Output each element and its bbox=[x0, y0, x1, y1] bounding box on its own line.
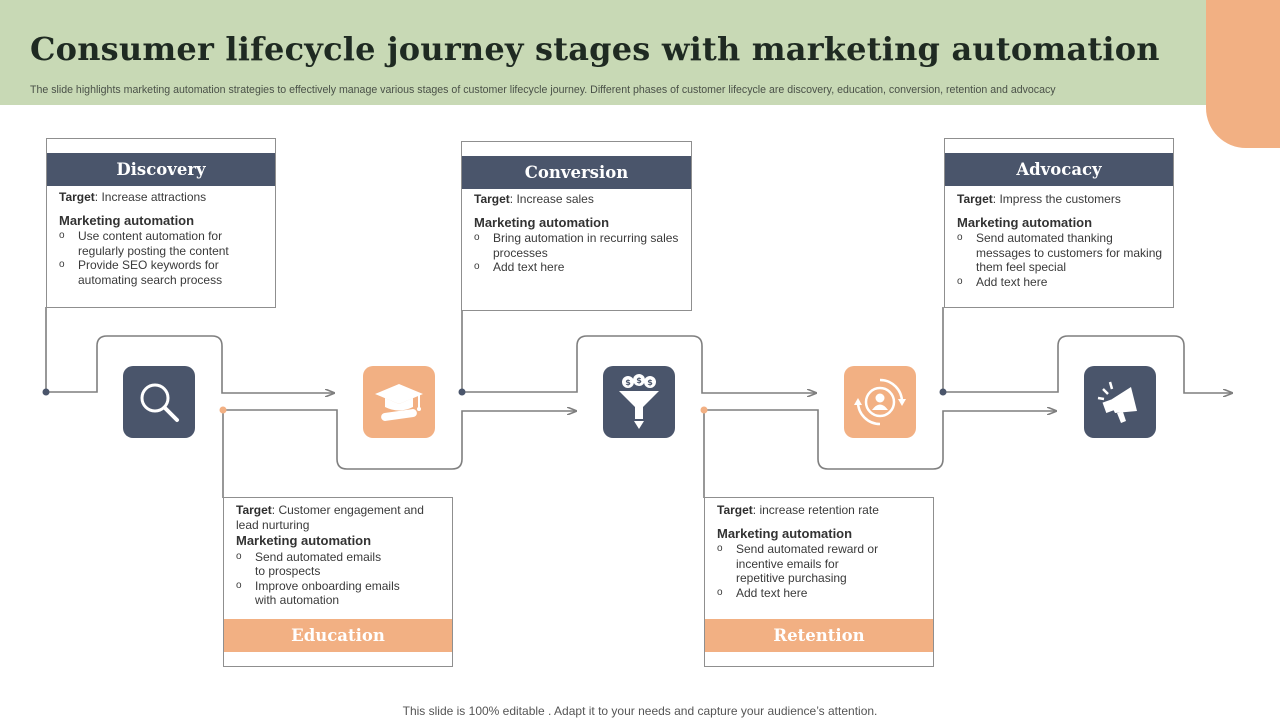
discovery-content: Target: Increase attractions Marketing a… bbox=[59, 190, 269, 287]
discovery-list: Use content automation for regularly pos… bbox=[59, 229, 269, 287]
list-item: Add text here bbox=[957, 275, 1167, 290]
search-icon bbox=[140, 383, 179, 422]
upper-track-1 bbox=[45, 307, 334, 393]
list-item: Improve onboarding emails with automatio… bbox=[236, 579, 446, 608]
lower-track-1 bbox=[222, 410, 576, 498]
education-card: Target: Customer engagement and lead nur… bbox=[223, 497, 453, 667]
megaphone-icon bbox=[1097, 381, 1137, 423]
retention-content: Target: increase retention rate Marketin… bbox=[717, 503, 927, 600]
education-automation-label: Marketing automation bbox=[236, 533, 372, 548]
upper-track-3 bbox=[942, 307, 1232, 393]
education-list: Send automated emails to prospects Impro… bbox=[236, 550, 446, 608]
conversion-card: Conversion Target: Increase sales Market… bbox=[461, 141, 692, 311]
list-item: Add text here bbox=[474, 260, 685, 275]
slide-subtitle: The slide highlights marketing automatio… bbox=[30, 84, 1056, 96]
education-content: Target: Customer engagement and lead nur… bbox=[236, 503, 446, 608]
slide-footer: This slide is 100% editable . Adapt it t… bbox=[402, 704, 878, 718]
list-item: Bring automation in recurring sales proc… bbox=[474, 231, 685, 260]
list-item: Add text here bbox=[717, 586, 927, 601]
list-item: Provide SEO keywords for automating sear… bbox=[59, 258, 269, 287]
retention-automation-label: Marketing automation bbox=[717, 525, 853, 541]
advocacy-heading: Advocacy bbox=[945, 153, 1173, 186]
retention-card: Target: increase retention rate Marketin… bbox=[704, 497, 934, 667]
retention-tile bbox=[844, 366, 916, 438]
discovery-tile bbox=[123, 366, 195, 438]
advocacy-list: Send automated thanking messages to cust… bbox=[957, 231, 1167, 289]
sales-funnel-icon: $ $ $ bbox=[619, 374, 659, 429]
advocacy-content: Target: Impress the customers Marketing … bbox=[957, 192, 1167, 289]
conversion-content: Target: Increase sales Marketing automat… bbox=[474, 192, 685, 275]
upper-track-2 bbox=[461, 310, 816, 393]
advocacy-card: Advocacy Target: Impress the customers M… bbox=[944, 138, 1174, 308]
advocacy-tile bbox=[1084, 366, 1156, 438]
conversion-heading: Conversion bbox=[462, 156, 691, 189]
discovery-automation-label: Marketing automation bbox=[59, 212, 195, 228]
list-item: Send automated reward or incentive email… bbox=[717, 542, 927, 586]
slide-title: Consumer lifecycle journey stages with m… bbox=[30, 30, 1160, 68]
list-item: Send automated thanking messages to cust… bbox=[957, 231, 1167, 275]
discovery-target: Target: Increase attractions bbox=[59, 190, 207, 204]
svg-text:$: $ bbox=[625, 378, 631, 387]
graduation-cap-icon bbox=[375, 384, 423, 421]
list-item: Use content automation for regularly pos… bbox=[59, 229, 269, 258]
advocacy-target: Target: Impress the customers bbox=[957, 192, 1121, 206]
retention-heading: Retention bbox=[705, 619, 933, 652]
education-heading: Education bbox=[224, 619, 452, 652]
svg-text:$: $ bbox=[636, 376, 642, 385]
conversion-automation-label: Marketing automation bbox=[474, 214, 610, 230]
corner-accent bbox=[1206, 0, 1280, 148]
conversion-target: Target: Increase sales bbox=[474, 192, 594, 206]
lower-track-2 bbox=[703, 410, 1056, 498]
education-tile bbox=[363, 366, 435, 438]
retention-list: Send automated reward or incentive email… bbox=[717, 542, 927, 600]
education-target: Target: Customer engagement and lead nur… bbox=[236, 503, 424, 532]
conversion-list: Bring automation in recurring sales proc… bbox=[474, 231, 685, 275]
retention-target: Target: increase retention rate bbox=[717, 503, 879, 517]
svg-text:$: $ bbox=[647, 378, 653, 387]
advocacy-automation-label: Marketing automation bbox=[957, 214, 1093, 230]
customer-cycle-icon bbox=[854, 378, 906, 426]
header-band bbox=[0, 0, 1206, 105]
conversion-tile: $ $ $ bbox=[603, 366, 675, 438]
discovery-card: Discovery Target: Increase attractions M… bbox=[46, 138, 276, 308]
discovery-heading: Discovery bbox=[47, 153, 275, 186]
list-item: Send automated emails to prospects bbox=[236, 550, 446, 579]
